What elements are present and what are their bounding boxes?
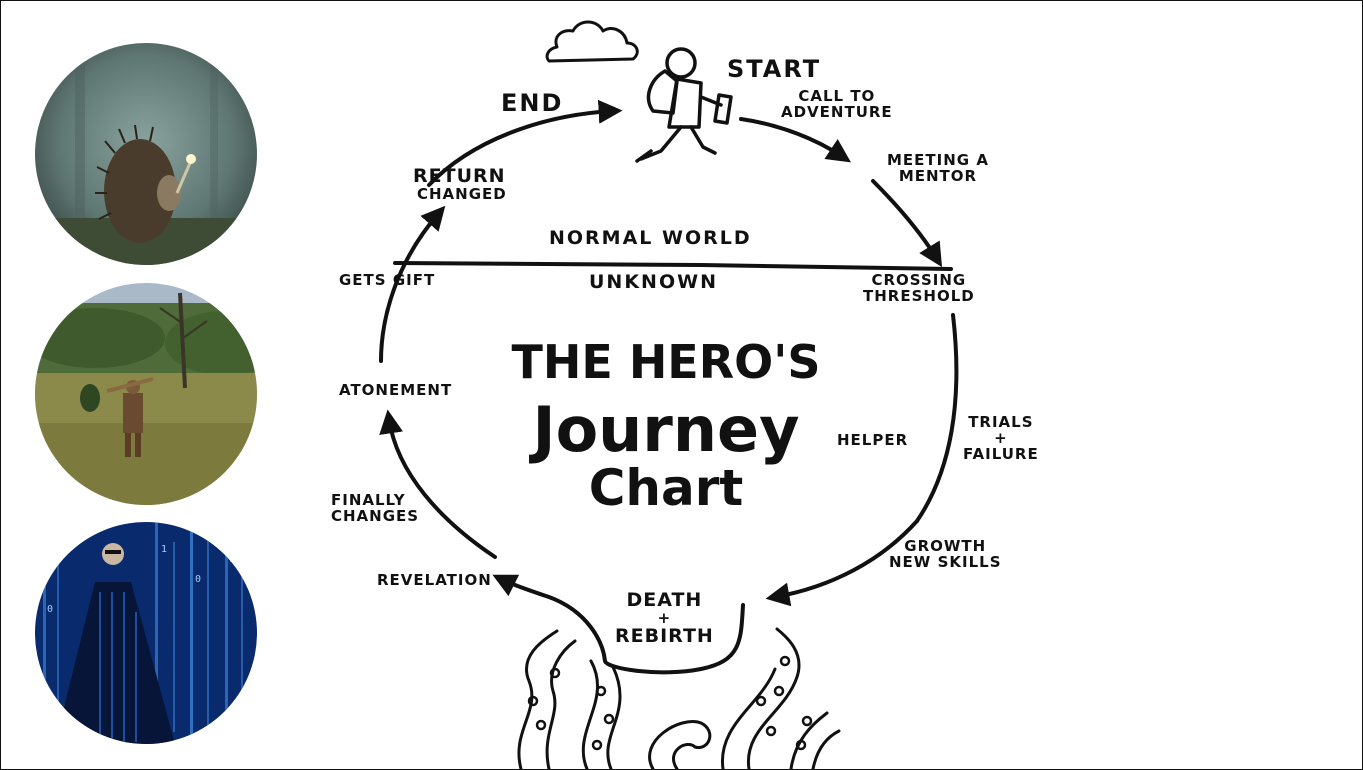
growth-arrow <box>765 519 919 607</box>
cloud-icon <box>545 20 639 63</box>
label-atonement: ATONEMENT <box>339 381 453 399</box>
svg-text:1: 1 <box>161 544 167 555</box>
end-arrow <box>427 99 623 187</box>
label-growth-line1: GROWTH <box>904 537 987 555</box>
label-crossing-line2: THRESHOLD <box>863 286 975 305</box>
label-normal-world: NORMAL WORLD <box>549 227 752 249</box>
tentacles-icon <box>517 627 841 769</box>
label-crossing-threshold: CROSSING THRESHOLD <box>863 271 975 305</box>
label-finally-line1: FINALLY <box>331 491 406 509</box>
label-meeting-mentor: MEETING A MENTOR <box>887 151 989 185</box>
call-arrow <box>739 117 851 163</box>
atonement-arrow <box>379 409 497 559</box>
label-call-to-adventure: CALL TO ADVENTURE <box>781 87 893 121</box>
trials-line <box>915 313 959 523</box>
label-death-rebirth: DEATH + REBIRTH <box>615 589 714 647</box>
label-return-changed: RETURN CHANGED <box>413 165 507 203</box>
title-line3: Chart <box>588 459 744 517</box>
wanderer-in-field-image <box>35 283 257 505</box>
label-trials-line3: FAILURE <box>963 444 1039 463</box>
title-line2: Journey <box>532 393 800 466</box>
title-line1: THE HERO'S <box>511 335 821 389</box>
label-mentor-line1: MEETING A <box>887 151 989 169</box>
return-arrow <box>379 205 446 363</box>
label-call-line1: CALL TO <box>798 87 876 105</box>
label-end: END <box>501 89 564 117</box>
label-death-line3: REBIRTH <box>615 624 714 647</box>
label-return-line2: CHANGED <box>417 184 507 203</box>
mentor-arrow <box>871 179 943 268</box>
label-unknown: UNKNOWN <box>589 271 718 293</box>
threshold-line <box>393 261 953 271</box>
label-growth-line2: NEW SKILLS <box>889 552 1002 571</box>
label-growth-new-skills: GROWTH NEW SKILLS <box>889 537 1002 571</box>
label-return-line1: RETURN <box>413 165 506 187</box>
label-crossing-line1: CROSSING <box>871 271 967 289</box>
label-start: START <box>727 55 822 83</box>
label-call-line2: ADVENTURE <box>781 102 893 121</box>
rebirth-loop <box>492 574 745 675</box>
label-finally-line2: CHANGES <box>331 506 420 525</box>
label-trials-line1: TRIALS <box>968 413 1034 431</box>
hiker-icon <box>635 47 733 163</box>
label-helper: HELPER <box>837 431 909 449</box>
label-gets-gift: GETS GIFT <box>339 271 436 289</box>
label-death-line2: + <box>657 608 672 627</box>
svg-text:0: 0 <box>195 574 201 585</box>
label-revelation: REVELATION <box>377 571 492 589</box>
label-death-line1: DEATH <box>626 589 703 611</box>
label-finally-changes: FINALLY CHANGES <box>331 491 420 525</box>
label-mentor-line2: MENTOR <box>898 166 978 185</box>
svg-text:0: 0 <box>47 604 53 615</box>
label-trials-line2: + <box>994 428 1008 447</box>
label-trials-failure: TRIALS + FAILURE <box>963 413 1039 463</box>
